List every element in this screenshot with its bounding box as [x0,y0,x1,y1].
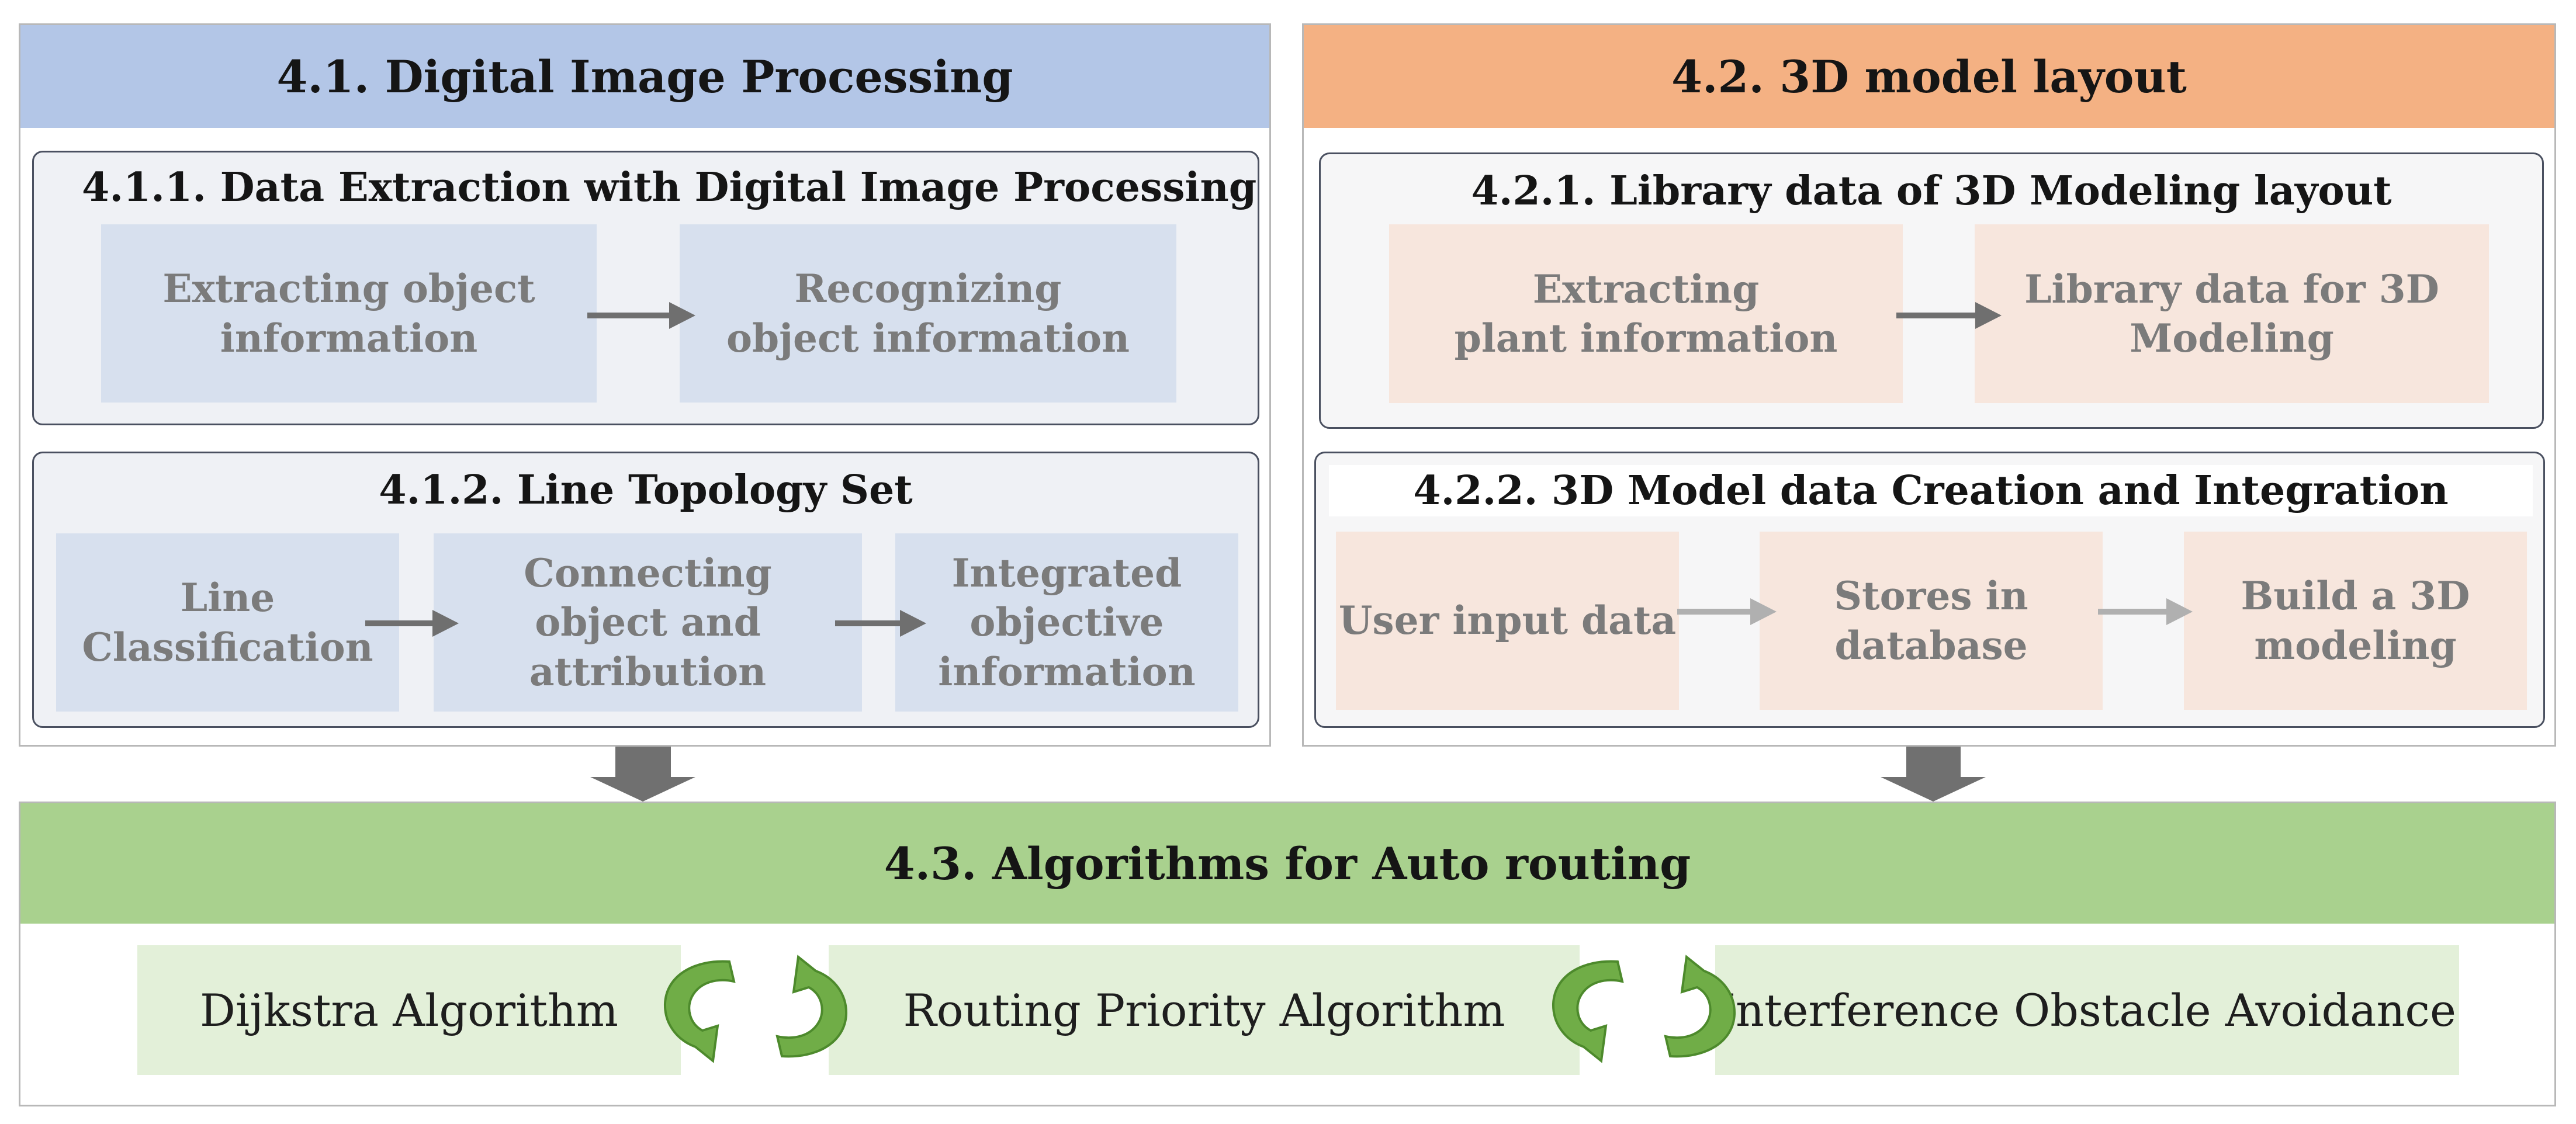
algorithm-dijkstra: Dijkstra Algorithm [137,945,681,1075]
step-integrated-objective-information: Integrated objective information [895,533,1238,712]
step-user-input-data: User input data [1336,532,1679,710]
step-recognizing-object-information: Recognizing object information [680,224,1176,403]
section-title-43: 4.3. Algorithms for Auto routing [20,803,2554,924]
step-connecting-object-attribution: Connecting object and attribution [434,533,862,712]
section-auto-routing-algorithms: 4.3. Algorithms for Auto routing Dijkstr… [19,802,2556,1106]
algorithm-interference-avoidance: Interference Obstacle Avoidance [1715,945,2459,1075]
subpanel-title-422: 4.2.2. 3D Model data Creation and Integr… [1329,465,2533,516]
subpanel-title-412: 4.1.2. Line Topology Set [379,467,913,514]
subpanel-data-extraction: 4.1.1. Data Extraction with Digital Imag… [32,151,1259,425]
step-build-3d-modeling: Build a 3D modeling [2184,532,2527,710]
arrow-down-icon [1881,747,1986,802]
section-digital-image-processing: 4.1. Digital Image Processing 4.1.1. Dat… [19,23,1271,747]
section-title-41: 4.1. Digital Image Processing [20,25,1269,128]
algorithm-routing-priority: Routing Priority Algorithm [829,945,1580,1075]
step-extracting-object-information: Extracting object information [101,224,597,403]
subpanel-title-421: 4.2.1. Library data of 3D Modeling layou… [1471,168,2392,214]
step-stores-in-database: Stores in database [1760,532,2103,710]
step-extracting-plant-information: Extracting plant information [1389,224,1903,403]
subpanel-model-creation: 4.2.2. 3D Model data Creation and Integr… [1314,452,2545,728]
subpanel-line-topology: 4.1.2. Line Topology Set Line Classifica… [32,452,1259,728]
subpanel-title-411: 4.1.1. Data Extraction with Digital Imag… [82,164,1257,211]
section-title-42: 4.2. 3D model layout [1304,25,2554,128]
step-line-classification: Line Classification [56,533,399,712]
step-library-data-3d-modeling: Library data for 3D Modeling [1975,224,2489,403]
section-3d-model-layout: 4.2. 3D model layout 4.2.1. Library data… [1302,23,2556,747]
subpanel-library-data: 4.2.1. Library data of 3D Modeling layou… [1319,152,2544,429]
arrow-down-icon [590,747,695,802]
